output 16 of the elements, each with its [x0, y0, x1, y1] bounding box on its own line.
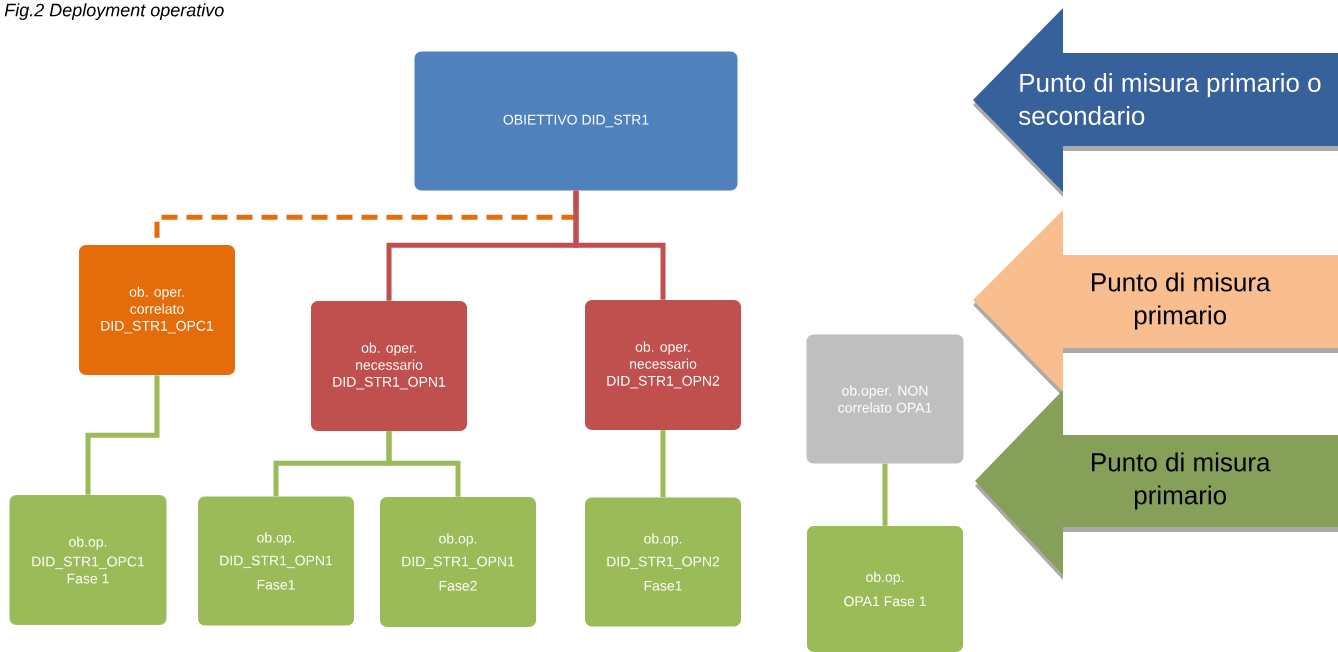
objective-box: ob. oper. correlato DID_STR1_OPC1 — [79, 245, 235, 375]
connector-line — [660, 430, 666, 498]
objective-box: ob.op. DID_STR1_OPN2 Fase1 — [585, 497, 741, 627]
connector-line — [573, 190, 666, 300]
objective-box: ob. oper. necessario DID_STR1_OPN2 — [585, 300, 741, 430]
objective-box: ob.op. OPA1 Fase 1 — [807, 526, 963, 652]
objective-box: ob.op. DID_STR1_OPN1 Fase1 — [198, 496, 354, 626]
connector-line — [85, 375, 160, 495]
connector-line — [386, 431, 461, 497]
objective-box: ob.op. DID_STR1_OPC1 Fase 1 — [9, 495, 167, 625]
figure-title: Fig.2 Deployment operativo — [4, 3, 224, 20]
objective-box: ob.op. DID_STR1_OPN1 Fase2 — [380, 497, 536, 627]
objective-box: ob.oper. NON correlato OPA1 — [806, 334, 964, 464]
goal-box: OBIETTIVO DID_STR1 — [414, 51, 738, 191]
objective-box: ob. oper. necessario DID_STR1_OPN1 — [311, 301, 467, 431]
connector-line — [882, 463, 888, 526]
